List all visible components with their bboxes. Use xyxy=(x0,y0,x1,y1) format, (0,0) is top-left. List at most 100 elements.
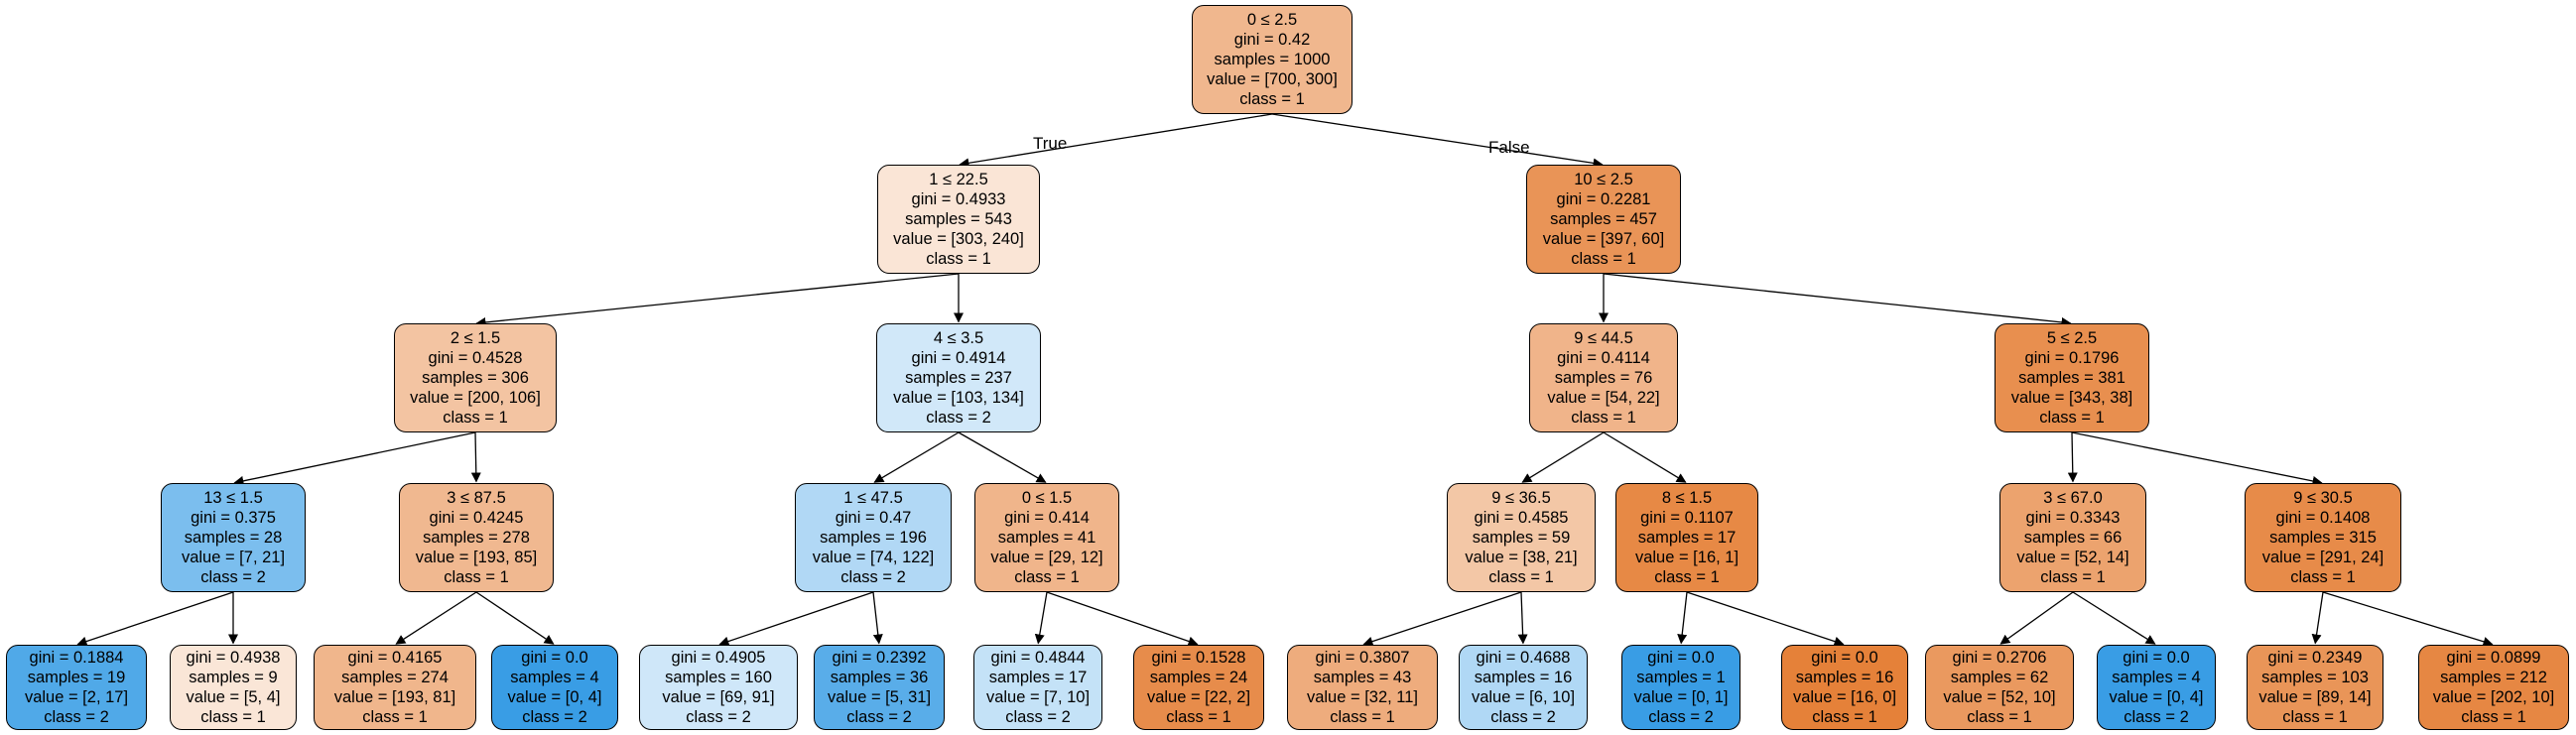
node-line: class = 2 xyxy=(926,409,991,427)
node-line: class = 1 xyxy=(1571,250,1636,268)
node-line: class = 1 xyxy=(1488,568,1554,586)
node-line: samples = 1000 xyxy=(1214,51,1331,68)
node-line: samples = 1 xyxy=(1636,669,1726,686)
node-line: samples = 196 xyxy=(820,529,927,547)
node-line: class = 1 xyxy=(1654,568,1720,586)
node-line: value = [38, 21] xyxy=(1465,549,1578,566)
tree-edge-n11-n23 xyxy=(1362,591,1522,647)
node-line: value = [16, 1] xyxy=(1634,549,1739,566)
node-line: 3 ≤ 67.0 xyxy=(2043,489,2103,507)
node-line: value = [103, 134] xyxy=(893,389,1024,407)
node-line: samples = 36 xyxy=(830,669,929,686)
node-line: value = [5, 31] xyxy=(827,688,932,706)
edges-layer xyxy=(76,113,2494,647)
tree-node-n20: gini = 0.2392 samples = 36 value = [5, 31]… xyxy=(814,645,945,730)
tree-edge-n6-n14 xyxy=(2071,431,2323,486)
node-line: value = [6, 10] xyxy=(1471,688,1576,706)
node-line: value = [303, 240] xyxy=(893,230,1024,248)
node-line: samples = 9 xyxy=(189,669,278,686)
tree-edge-n4-n9 xyxy=(873,431,960,483)
node-line: 1 ≤ 22.5 xyxy=(929,171,988,188)
node-line: class = 1 xyxy=(926,250,991,268)
node-line: class = 2 xyxy=(846,708,912,726)
node-line: samples = 41 xyxy=(997,529,1096,547)
node-line: value = [5, 4] xyxy=(186,688,281,706)
node-line: gini = 0.3807 xyxy=(1315,649,1410,667)
node-line: samples = 76 xyxy=(1554,369,1653,387)
node-line: gini = 0.4688 xyxy=(1476,649,1571,667)
node-line: samples = 4 xyxy=(2112,669,2201,686)
node-line: gini = 0.0 xyxy=(2123,649,2190,667)
node-line: gini = 0.4938 xyxy=(186,649,281,667)
tree-edge-n9-n20 xyxy=(872,591,883,645)
node-line: gini = 0.375 xyxy=(191,509,276,527)
node-line: gini = 0.4585 xyxy=(1474,509,1569,527)
tree-edge-n4-n10 xyxy=(958,431,1047,483)
node-line: gini = 0.2392 xyxy=(832,649,927,667)
tree-edge-n6-n13 xyxy=(2067,431,2078,483)
node-line: class = 2 xyxy=(2124,708,2189,726)
node-line: class = 1 xyxy=(1166,708,1231,726)
node-line: value = [700, 300] xyxy=(1207,70,1338,88)
tree-edge-n3-n8 xyxy=(470,431,481,483)
node-line: value = [22, 2] xyxy=(1146,688,1251,706)
node-line: samples = 457 xyxy=(1550,210,1657,228)
node-line: value = [7, 10] xyxy=(985,688,1091,706)
node-line: class = 2 xyxy=(1648,708,1714,726)
tree-edge-n5-n11 xyxy=(1521,431,1605,483)
node-line: 8 ≤ 1.5 xyxy=(1661,489,1713,507)
node-line: class = 1 xyxy=(1239,90,1305,108)
node-line: samples = 160 xyxy=(665,669,772,686)
tree-edge-n7-n15 xyxy=(76,591,234,647)
node-line: gini = 0.1408 xyxy=(2275,509,2371,527)
node-line: 5 ≤ 2.5 xyxy=(2046,329,2098,347)
node-line: 9 ≤ 44.5 xyxy=(1574,329,1633,347)
node-line: gini = 0.4844 xyxy=(990,649,1086,667)
node-line: 0 ≤ 2.5 xyxy=(1246,11,1298,29)
tree-edge-n12-n25 xyxy=(1677,591,1688,645)
node-line: gini = 0.0 xyxy=(1647,649,1715,667)
node-line: 4 ≤ 3.5 xyxy=(933,329,984,347)
tree-node-n25: gini = 0.0 samples = 1 value = [0, 1] class… xyxy=(1621,645,1740,730)
tree-edge-n9-n19 xyxy=(718,591,874,647)
node-line: class = 2 xyxy=(1005,708,1071,726)
node-line: samples = 278 xyxy=(423,529,530,547)
node-line: samples = 43 xyxy=(1313,669,1412,686)
node-line: samples = 315 xyxy=(2269,529,2377,547)
node-line: gini = 0.2349 xyxy=(2267,649,2363,667)
node-line: 3 ≤ 87.5 xyxy=(447,489,506,507)
tree-edge-n10-n21 xyxy=(1034,591,1048,645)
tree-edge-n14-n29 xyxy=(2311,591,2324,645)
tree-edge-n10-n22 xyxy=(1046,591,1199,647)
node-line: value = [0, 1] xyxy=(1633,688,1729,706)
node-line: samples = 212 xyxy=(2440,669,2547,686)
tree-edge-n14-n30 xyxy=(2322,591,2494,647)
node-line: gini = 0.42 xyxy=(1233,31,1311,49)
node-line: gini = 0.1107 xyxy=(1640,509,1734,527)
tree-edge-n13-n28 xyxy=(2072,591,2156,645)
node-line: value = [200, 106] xyxy=(410,389,541,407)
node-line: class = 1 xyxy=(1812,708,1877,726)
tree-edge-n0-n1 xyxy=(959,113,1273,169)
node-line: samples = 24 xyxy=(1149,669,1248,686)
node-line: samples = 59 xyxy=(1472,529,1571,547)
node-line: gini = 0.414 xyxy=(1004,509,1090,527)
node-line: class = 1 xyxy=(362,708,428,726)
node-line: value = [89, 14] xyxy=(2258,688,2372,706)
node-line: class = 1 xyxy=(2039,409,2105,427)
